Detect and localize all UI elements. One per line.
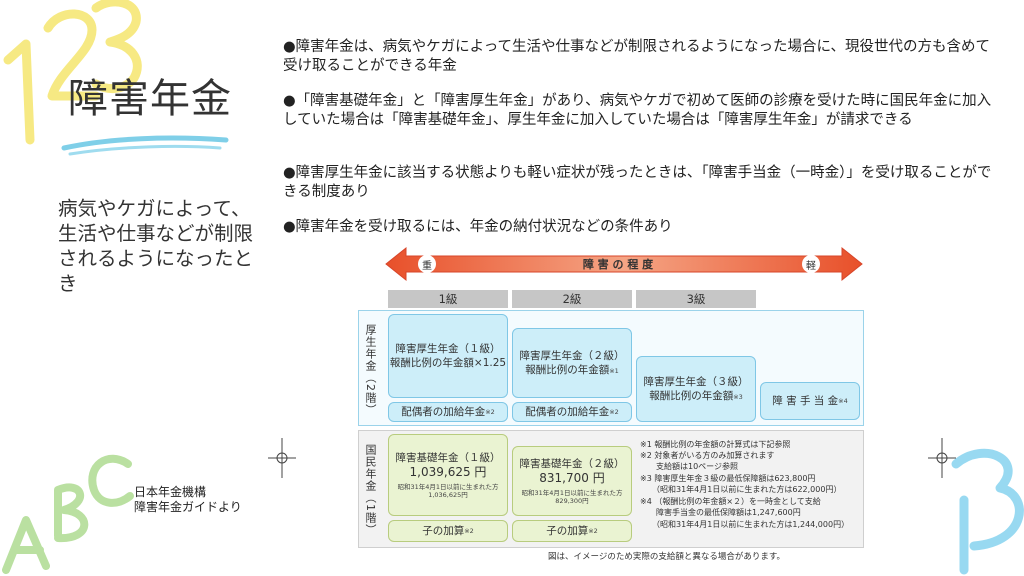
kosei-grade3-note-mark: ※3 <box>733 393 743 401</box>
kosei-grade2-title: 障害厚生年金（２級） <box>519 350 625 362</box>
kosei-grade1-title: 障害厚生年金（１級） <box>395 343 501 355</box>
grade-header-2: 2級 <box>512 290 632 308</box>
spouse-bonus-grade2-label: 配偶者の加給年金 <box>525 406 610 418</box>
blue-brush-stroke <box>61 135 229 156</box>
crosshair-right-icon <box>928 438 956 478</box>
disability-pension-diagram: 重 障 害 の 程 度 軽 1級 2級 3級 厚生年金（2階） 障害厚生年金（１… <box>358 244 864 568</box>
kosei-grade1-box: 障害厚生年金（１級） 報酬比例の年金額×1.25 <box>388 314 508 398</box>
child-bonus-grade2-label: 子の加算 <box>546 525 589 537</box>
page-title: 障害年金 <box>68 76 232 122</box>
note-line-5: （昭和31年4月1日以前に生まれた方は622,000円） <box>640 485 842 494</box>
kosei-grade1-amount: 報酬比例の年金額×1.25 <box>389 357 507 369</box>
note-line-6: ※4 （報酬比例の年金額×２）を一時金として支給 <box>640 497 821 506</box>
spouse-bonus-grade1-label: 配偶者の加給年金 <box>401 406 486 418</box>
source-line-2: 障害年金ガイドより <box>134 500 242 514</box>
kosei-grade3-title: 障害厚生年金（３級） <box>643 376 749 388</box>
crayon-3-decoration <box>951 448 1024 575</box>
severity-arrow <box>385 246 863 282</box>
kokumin-grade1-older-amount: 1,036,625円 <box>428 491 468 499</box>
teate-note-mark: ※4 <box>838 397 848 405</box>
note-line-2: ※2 対象者がいる方のみ加算されます <box>640 451 775 460</box>
spouse-bonus-grade1: 配偶者の加給年金※2 <box>388 402 508 422</box>
severity-light-badge: 軽 <box>802 255 820 273</box>
bullet-4: ●障害年金を受け取るには、年金の納付状況などの条件あり <box>283 219 673 235</box>
kokumin-grade1-title: 障害基礎年金（１級） <box>395 452 501 464</box>
spouse-bonus-grade2: 配偶者の加給年金※2 <box>512 402 632 422</box>
note-line-7: 障害手当金の最低保障額は1,247,600円 <box>640 508 801 517</box>
kokumin-grade1-older-note: 昭和31年4月1日以前に生まれた方 <box>397 483 499 491</box>
severity-heavy-badge: 重 <box>418 255 436 273</box>
kosei-grade2-amount-row: 報酬比例の年金額※1 <box>525 363 619 377</box>
source-line-1: 日本年金機構 <box>134 485 207 499</box>
child-bonus-grade2-mark: ※2 <box>588 527 598 535</box>
diagram-footer: 図は、イメージのため実際の支給額と異なる場合があります。 <box>548 552 785 562</box>
spouse-bonus-grade1-mark: ※2 <box>485 408 495 416</box>
source-citation: 日本年金機構 障害年金ガイドより <box>134 485 242 515</box>
kokumin-grade1-amount: 1,039,625 円 <box>409 465 487 479</box>
kosei-grade2-amount: 報酬比例の年金額 <box>525 364 610 376</box>
bullet-1: ●障害年金は、病気やケガによって生活や仕事などが制限されるようになった場合に、現… <box>283 39 991 74</box>
kokumin-grade1-box: 障害基礎年金（１級） 1,039,625 円 昭和31年4月1日以前に生まれた方… <box>388 434 508 516</box>
kokumin-label: 国民年金（1階） <box>364 444 377 536</box>
kosei-label: 厚生年金（2階） <box>364 324 377 416</box>
kosei-grade3-amount-row: 報酬比例の年金額※3 <box>649 389 743 403</box>
kokumin-grade2-title: 障害基礎年金（２級） <box>519 458 625 470</box>
child-bonus-grade1: 子の加算※2 <box>388 520 508 542</box>
kokumin-grade2-older-note: 昭和31年4月1日以前に生まれた方 <box>521 489 623 497</box>
kosei-grade2-box: 障害厚生年金（２級） 報酬比例の年金額※1 <box>512 328 632 398</box>
crayon-abc-decoration <box>2 454 134 574</box>
spouse-bonus-grade2-mark: ※2 <box>609 408 619 416</box>
kokumin-grade2-box: 障害基礎年金（２級） 831,700 円 昭和31年4月1日以前に生まれた方 8… <box>512 446 632 516</box>
note-line-1: ※1 報酬比例の年金額の計算式は下記参照 <box>640 440 791 449</box>
crayon-123-decoration <box>3 0 142 145</box>
bullet-2: ●「障害基礎年金」と「障害厚生年金」があり、病気やケガで初めて医師の診療を受けた… <box>283 93 992 128</box>
kokumin-grade2-older-amount: 829,300円 <box>555 497 589 505</box>
crosshair-left-icon <box>268 438 296 478</box>
note-line-3: 支給額は10ページ参照 <box>640 462 739 471</box>
kosei-grade3-amount: 報酬比例の年金額 <box>649 390 734 402</box>
grade-header-3: 3級 <box>636 290 756 308</box>
child-bonus-grade2: 子の加算※2 <box>512 520 632 542</box>
teate-box: 障 害 手 当 金※4 <box>760 382 860 420</box>
child-bonus-grade1-mark: ※2 <box>464 527 474 535</box>
grade-header-1: 1級 <box>388 290 508 308</box>
kosei-grade3-box: 障害厚生年金（３級） 報酬比例の年金額※3 <box>636 356 756 422</box>
kokumin-grade2-amount: 831,700 円 <box>539 471 605 485</box>
severity-label: 障 害 の 程 度 <box>582 258 654 271</box>
bullet-3: ●障害厚生年金に該当する状態よりも軽い症状が残ったときは、「障害手当金（一時金）… <box>283 165 992 200</box>
kosei-grade2-note-mark: ※1 <box>609 367 619 375</box>
note-line-4: ※3 障害厚生年金３級の最低保障額は623,800円 <box>640 474 816 483</box>
subtitle: 病気やケガによって、生活や仕事などが制限されるようになったとき <box>58 197 254 295</box>
note-line-8: （昭和31年4月1日以前に生まれた方は1,244,000円） <box>640 520 850 529</box>
child-bonus-grade1-label: 子の加算 <box>422 525 465 537</box>
teate-label: 障 害 手 当 金 <box>772 395 839 407</box>
